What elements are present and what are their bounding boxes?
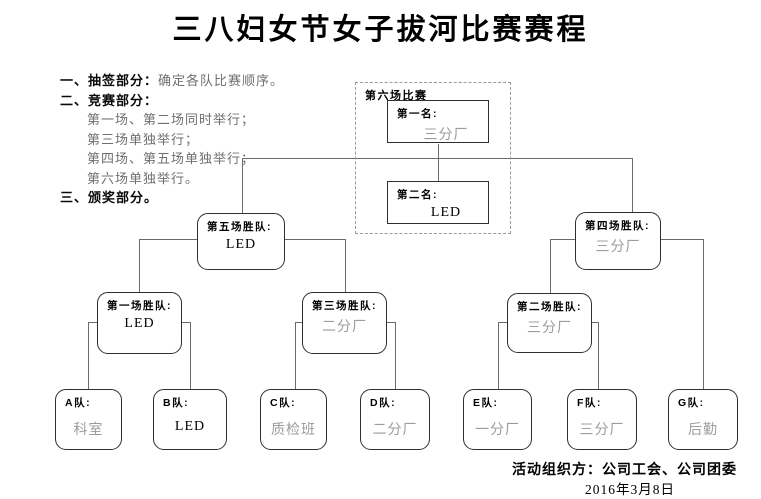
connector-line [295, 322, 296, 389]
match5-winner-box: 第五场胜队: LED [197, 213, 285, 270]
team-a-label: A队: [65, 397, 92, 409]
notes-section: 一、抽签部分：确定各队比赛顺序。 二、竞赛部分： 第一场、第二场同时举行； 第三… [60, 71, 284, 208]
connector-line [703, 239, 704, 389]
team-c-name: 质检班 [271, 423, 316, 438]
match3-winner-box: 第三场胜队: 二分厂 [302, 292, 387, 354]
connector-line [438, 144, 439, 181]
connector-line [295, 322, 302, 323]
team-box-f: F队: 三分厂 [567, 389, 637, 450]
team-e-name: 一分厂 [475, 423, 520, 438]
organizer-names: 公司工会、公司团委 [602, 463, 737, 478]
note-schedule-line: 第一场、第二场同时举行； [87, 112, 256, 127]
match3-winner-label: 第三场胜队: [312, 300, 377, 312]
connector-line [498, 322, 507, 323]
first-place-box: 第一名: 三分厂 [387, 100, 489, 143]
match3-winner-team: 二分厂 [322, 320, 367, 335]
team-box-b: B队: LED [153, 389, 227, 450]
team-c-label: C队: [270, 397, 297, 409]
match1-winner-box: 第一场胜队: LED [97, 292, 182, 354]
connector-line [139, 239, 197, 240]
organizer-label: 活动组织方： [512, 463, 602, 478]
second-place-team: LED [430, 205, 462, 220]
match2-winner-team: 三分厂 [527, 321, 572, 336]
connector-line [88, 322, 97, 323]
note-draw-label: 一、抽签部分： [60, 73, 159, 88]
second-place-box: 第二名: LED [387, 181, 489, 224]
team-box-d: D队: 二分厂 [360, 389, 430, 450]
note-schedule-line: 第三场单独举行； [87, 131, 200, 147]
connector-line [498, 322, 499, 389]
team-box-g: G队: 后勤 [668, 389, 738, 450]
team-g-label: G队: [678, 397, 705, 409]
connector-line [88, 322, 89, 389]
match1-winner-label: 第一场胜队: [107, 300, 172, 312]
note-line-draw: 一、抽签部分：确定各队比赛顺序。 [60, 71, 284, 91]
connector-line [661, 239, 703, 240]
match2-winner-box: 第二场胜队: 三分厂 [507, 293, 592, 353]
note-compete-label: 二、竞赛部分： [60, 92, 159, 108]
match4-winner-box: 第四场胜队: 三分厂 [575, 212, 661, 270]
note-schedule-line: 第四场、第五场单独举行； [87, 151, 256, 166]
note-award-label: 三、颁奖部分。 [60, 190, 159, 205]
connector-line [242, 158, 632, 159]
page-title: 三八妇女节女子拔河比赛赛程 [172, 14, 589, 46]
connector-line [285, 239, 345, 240]
final-match-label: 第六场比赛 [365, 90, 428, 102]
note-line-compete: 二、竞赛部分： [60, 91, 284, 111]
match4-winner-label: 第四场胜队: [585, 220, 650, 232]
connector-line [345, 239, 346, 292]
note-draw-text: 确定各队比赛顺序。 [158, 73, 285, 88]
connector-line [182, 322, 190, 323]
note-line-award: 三、颁奖部分。 [60, 188, 284, 208]
final-match-group: 第六场比赛 [355, 82, 511, 234]
team-d-name: 二分厂 [372, 423, 418, 438]
match1-winner-team: LED [124, 316, 155, 331]
connector-line [242, 158, 243, 213]
connector-line [550, 239, 551, 293]
match5-winner-team: LED [225, 237, 257, 252]
team-box-c: C队: 质检班 [260, 389, 327, 450]
match5-winner-label: 第五场胜队: [207, 221, 272, 233]
team-b-label: B队: [163, 397, 190, 409]
connector-line [139, 239, 140, 292]
first-place-label: 第一名: [397, 108, 438, 120]
team-box-a: A队: 科室 [55, 389, 122, 450]
connector-line [395, 322, 396, 389]
note-schedule-line: 第六场单独举行。 [87, 170, 200, 186]
team-b-name: LED [174, 419, 206, 434]
connector-line [598, 322, 599, 389]
connector-line [592, 322, 598, 323]
connector-line [550, 239, 575, 240]
team-d-label: D队: [370, 397, 397, 409]
organizer-line: 活动组织方：公司工会、公司团委 [512, 459, 737, 479]
event-date: 2016年3月8日 [585, 482, 675, 497]
connector-line [632, 158, 633, 212]
team-g-name: 后勤 [688, 423, 718, 438]
team-a-name: 科室 [73, 423, 104, 438]
team-box-e: E队: 一分厂 [463, 389, 532, 450]
connector-line [190, 322, 191, 389]
match2-winner-label: 第二场胜队: [517, 301, 582, 313]
team-e-label: E队: [473, 397, 499, 409]
first-place-team: 三分厂 [423, 128, 469, 143]
team-f-name: 三分厂 [579, 423, 625, 438]
second-place-label: 第二名: [397, 189, 438, 201]
match4-winner-team: 三分厂 [595, 240, 641, 255]
connector-line [387, 322, 395, 323]
team-f-label: F队: [577, 397, 602, 409]
